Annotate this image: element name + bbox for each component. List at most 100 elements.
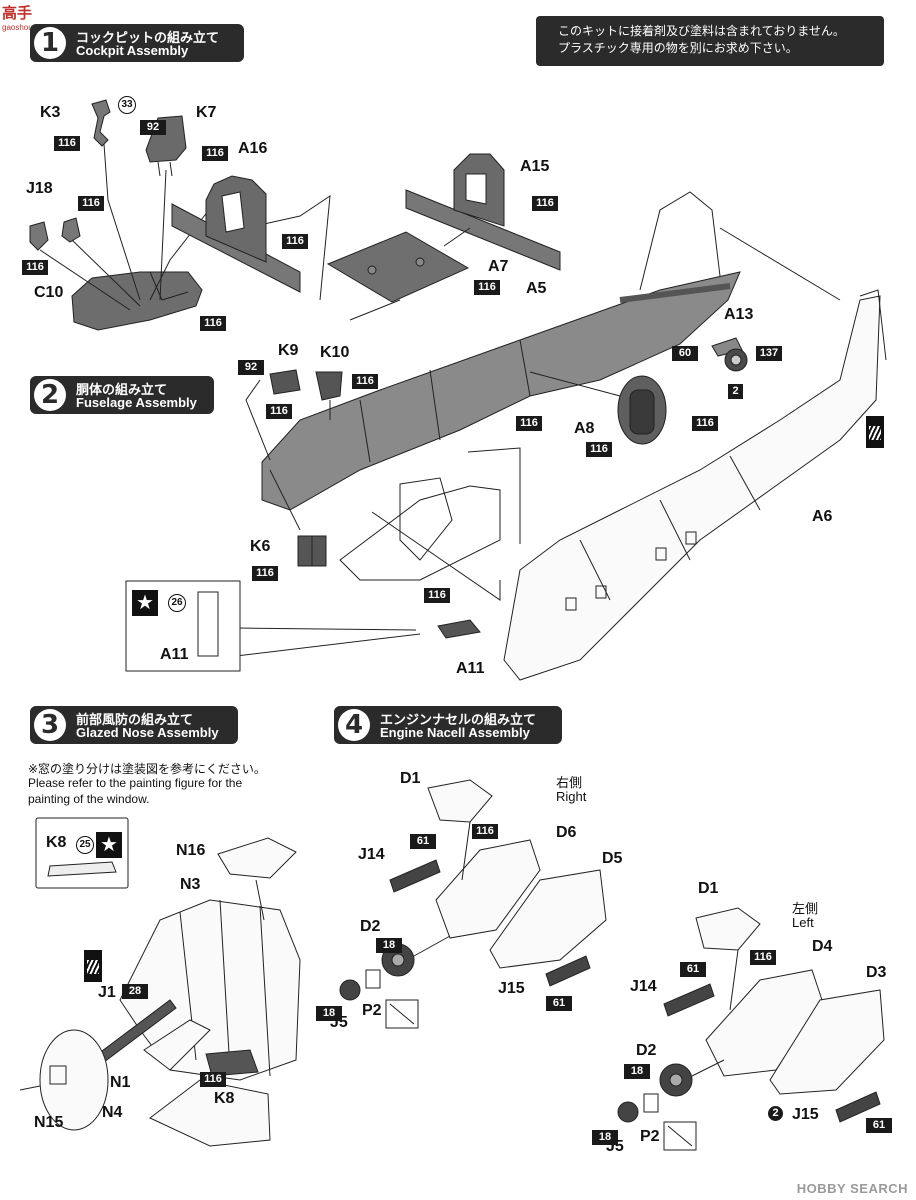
note-en-2: painting of the window.	[28, 792, 150, 806]
part-j15-right-drawing	[545, 955, 591, 987]
label-a16: A16	[238, 140, 268, 157]
watermark-brand: 高手	[2, 5, 33, 22]
label-j18: J18	[26, 180, 53, 197]
label-a11-inset: A11	[160, 646, 189, 663]
color-code-2: 2	[728, 384, 743, 399]
hobbysearch-watermark: HOBBY SEARCH	[796, 1181, 908, 1196]
part-j15-left-drawing	[835, 1091, 881, 1123]
step-1-banner: 1 コックピットの組み立て Cockpit Assembly	[30, 24, 244, 62]
color-code-33: 33	[118, 96, 136, 114]
part-a15-drawing	[405, 153, 561, 271]
left-side-en: Left	[792, 915, 814, 930]
color-code-61-j14-right: 61	[410, 834, 436, 849]
color-code-116-j18: 116	[78, 196, 104, 211]
part-n16-drawing	[217, 837, 297, 879]
color-code-92-k9: 92	[238, 360, 264, 375]
decal-star-icon: ★	[132, 590, 158, 616]
color-code-92-k7: 92	[140, 120, 166, 135]
color-code-60: 60	[672, 346, 698, 361]
color-code-116-j18b: 116	[22, 260, 48, 275]
color-code-116-d1-left: 116	[750, 950, 776, 965]
color-code-116-k3: 116	[54, 136, 80, 151]
label-c10: C10	[34, 284, 64, 301]
step-3-number: 3	[34, 709, 66, 741]
part-a6-drawing	[503, 289, 887, 681]
color-code-116-k9: 116	[266, 404, 292, 419]
part-n15-drawing	[39, 1029, 109, 1131]
right-side-jp: 右側	[556, 775, 583, 790]
color-code-116-a5: 116	[516, 416, 542, 431]
label-a13: A13	[724, 306, 754, 323]
part-c10-drawing	[71, 271, 203, 331]
label-d4: D4	[812, 938, 833, 955]
part-d3-drawing	[769, 989, 885, 1095]
color-code-116-k7: 116	[202, 146, 228, 161]
part-a7-drawing	[326, 231, 470, 303]
part-d1-right-drawing	[427, 779, 493, 823]
label-j15-right: J15	[498, 980, 525, 997]
color-code-116-a8: 116	[586, 442, 612, 457]
left-side-jp: 左側	[792, 901, 819, 916]
label-j15-left: J15	[792, 1106, 819, 1123]
part-a8-drawing	[617, 375, 667, 445]
part-a5-drawing	[261, 271, 741, 511]
glue-warning-icon-nose	[84, 950, 102, 982]
label-d6: D6	[556, 824, 577, 841]
color-code-137: 137	[756, 346, 782, 361]
color-code-116-k10: 116	[352, 374, 378, 389]
part-d1-left-drawing	[695, 907, 761, 951]
label-n15: N15	[34, 1114, 64, 1131]
color-code-25: 25	[76, 836, 94, 854]
color-code-116-c10: 116	[200, 316, 226, 331]
step-2-title-jp: 胴体の組み立て	[76, 382, 168, 397]
color-code-61-j14-left: 61	[680, 962, 706, 977]
step-2-number: 2	[34, 379, 66, 411]
step-3-banner: 3 前部風防の組み立て Glazed Nose Assembly	[30, 706, 238, 744]
color-code-116-d1-right: 116	[472, 824, 498, 839]
color-code-116-a15: 116	[532, 196, 558, 211]
step-3-title-en: Glazed Nose Assembly	[76, 725, 219, 740]
glue-warning-icon	[866, 416, 884, 448]
part-a13-drawing	[711, 337, 748, 372]
label-k9: K9	[278, 342, 299, 359]
label-d2-right: D2	[360, 918, 381, 935]
adhesive-notice: このキットに接着剤及び塗料は含まれておりません。 プラスチック専用の物を別にお求…	[536, 16, 884, 66]
notice-line-2: プラスチック専用の物を別にお求め下さい。	[558, 41, 798, 55]
color-code-18-j5-left: 18	[592, 1130, 618, 1145]
step-4-banner: 4 エンジンナセルの組み立て Engine Nacell Assembly	[334, 706, 562, 744]
color-code-26: 26	[168, 594, 186, 612]
color-code-116-k8: 116	[200, 1072, 226, 1087]
label-n1: N1	[110, 1074, 131, 1091]
part-d6-drawing	[435, 839, 541, 939]
right-side-en: Right	[556, 789, 587, 804]
label-d1-left: D1	[698, 880, 719, 897]
note-en-1: Please refer to the painting figure for …	[28, 776, 243, 790]
part-n4-drawing	[149, 1079, 271, 1147]
part-j14-right-drawing	[389, 859, 441, 893]
part-n1-drawing	[143, 1019, 211, 1071]
part-n3-drawing	[119, 899, 301, 1081]
part-j18-drawing	[29, 217, 81, 251]
watermark-sub: gaoshou.com	[2, 23, 51, 32]
label-p2-left: P2	[640, 1128, 660, 1145]
label-k10: K10	[320, 344, 350, 361]
fuselage-internal-drawing	[339, 447, 521, 601]
label-k8: K8	[214, 1090, 235, 1107]
notice-line-1: このキットに接着剤及び塗料は含まれておりません。	[558, 24, 845, 38]
note-jp: ※窓の塗り分けは塗装図を参考にください。	[28, 762, 266, 776]
label-a5: A5	[526, 280, 547, 297]
step-1-title-jp: コックピットの組み立て	[76, 30, 220, 45]
part-a16-drawing	[171, 175, 301, 293]
label-j1: J1	[98, 984, 116, 1001]
label-a8: A8	[574, 420, 595, 437]
label-n16: N16	[176, 842, 206, 859]
step-3-title-jp: 前部風防の組み立て	[76, 712, 194, 727]
label-d2-left: D2	[636, 1042, 657, 1059]
part-k3-drawing	[91, 99, 111, 147]
part-k10-drawing	[315, 371, 343, 401]
label-j14-right: J14	[358, 846, 385, 863]
color-code-28: 28	[122, 984, 148, 999]
color-code-116-k6: 116	[252, 566, 278, 581]
color-code-18-d2-right: 18	[376, 938, 402, 953]
label-d3: D3	[866, 964, 887, 981]
